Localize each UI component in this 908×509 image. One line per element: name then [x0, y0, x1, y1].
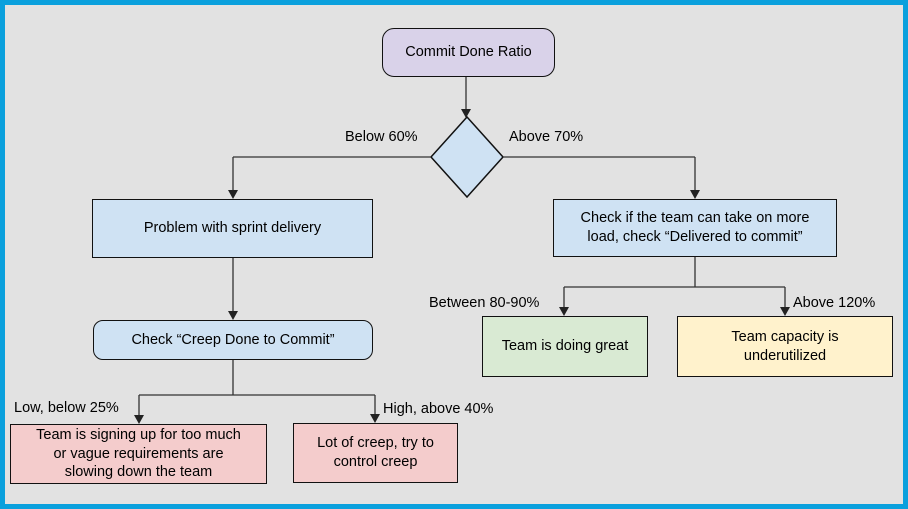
edge-label-below-60: Below 60%: [345, 129, 418, 145]
node-label: Team capacity is underutilized: [731, 328, 839, 364]
node-label: Problem with sprint delivery: [143, 220, 322, 237]
node-check-creep-done-to-commit: Check “Creep Done to Commit”: [93, 320, 373, 360]
edge-label-above-120: Above 120%: [793, 295, 876, 311]
arrowhead: [228, 190, 238, 199]
arrowhead: [559, 307, 569, 316]
node-problem-sprint-delivery: Problem with sprint delivery: [92, 199, 373, 258]
edge-label-between-80-90: Between 80-90%: [429, 295, 540, 311]
node-lot-of-creep: Lot of creep, try to control creep: [293, 423, 458, 483]
node-label: Team is signing up for too much or vague…: [36, 427, 241, 481]
decision-diamond: [429, 115, 505, 199]
arrowhead: [690, 190, 700, 199]
node-label: Check if the team can take on more load,…: [580, 210, 810, 245]
node-commit-done-ratio: Commit Done Ratio: [382, 28, 555, 77]
node-team-capacity-underutilized: Team capacity is underutilized: [677, 316, 893, 377]
node-label: Team is doing great: [501, 338, 629, 355]
edge-label-low-below-25: Low, below 25%: [14, 400, 119, 416]
arrowhead: [370, 414, 380, 423]
edge-label-above-70: Above 70%: [509, 129, 584, 145]
node-team-doing-great: Team is doing great: [482, 316, 648, 377]
node-label: Check “Creep Done to Commit”: [131, 331, 335, 348]
arrowhead: [134, 415, 144, 424]
node-label: Commit Done Ratio: [405, 44, 532, 61]
node-signing-up-too-much: Team is signing up for too much or vague…: [10, 424, 267, 484]
edge-label-high-above-40: High, above 40%: [383, 401, 494, 417]
node-check-team-load: Check if the team can take on more load,…: [553, 199, 837, 257]
arrowhead: [780, 307, 790, 316]
arrowhead: [228, 311, 238, 320]
flowchart-connectors: [134, 77, 790, 424]
node-label: Lot of creep, try to control creep: [317, 435, 434, 470]
arrowhead: [461, 109, 471, 118]
